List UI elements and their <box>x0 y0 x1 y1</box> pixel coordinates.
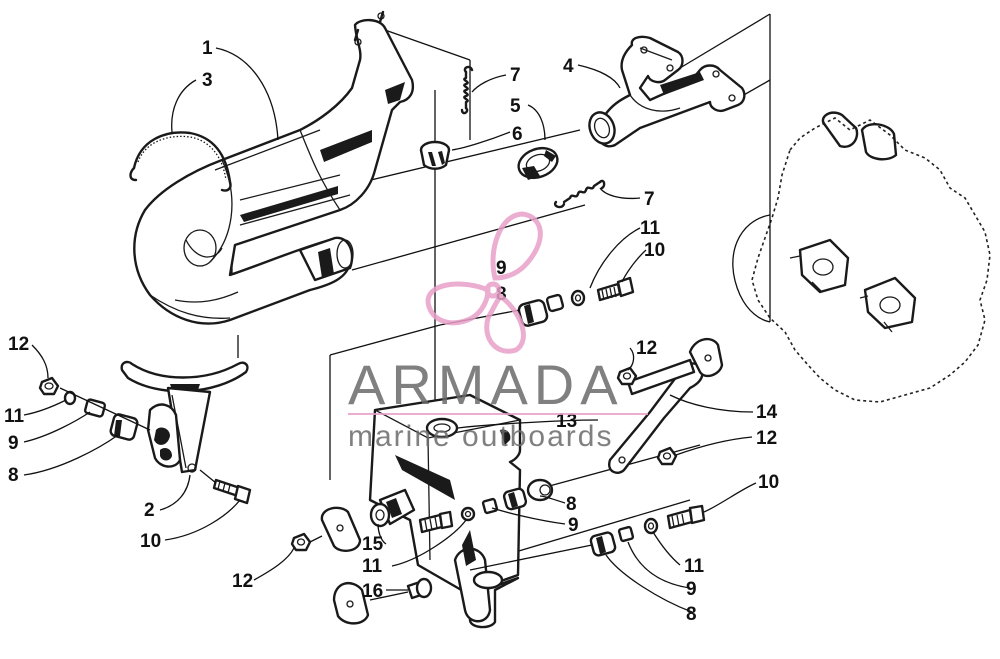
lower-right-hardware-stack <box>469 504 706 571</box>
muffler-strap <box>608 337 724 474</box>
callout-13: 13 <box>556 411 577 432</box>
callout-11-left: 11 <box>4 406 25 427</box>
callout-9-left: 9 <box>8 433 19 454</box>
exhaust-manifold <box>588 35 746 148</box>
callout-7-lower: 7 <box>644 189 655 210</box>
muffler-box <box>368 393 554 629</box>
callout-7-upper: 7 <box>510 65 521 86</box>
center-hardware-stack <box>418 487 528 534</box>
callout-10-upper: 10 <box>644 240 665 261</box>
callout-16: 16 <box>362 581 383 602</box>
callout-1: 1 <box>202 38 213 59</box>
callout-12-upper-right: 12 <box>636 338 657 359</box>
callout-8-center: 8 <box>566 494 577 515</box>
callout-9-upper: 9 <box>496 258 507 279</box>
left-mount-bracket <box>120 360 252 505</box>
callout-15: 15 <box>362 534 384 555</box>
engine-block-outline <box>732 111 991 403</box>
mount-bolt-16 <box>369 577 433 601</box>
callout-labels: 1 3 7 4 5 6 7 11 10 9 8 12 12 11 9 8 13 … <box>4 38 779 625</box>
callout-10-left: 10 <box>140 531 161 552</box>
callout-12-right: 12 <box>756 428 777 449</box>
nut-middle-right <box>656 446 678 466</box>
callout-9-center: 9 <box>568 515 579 536</box>
callout-10-right: 10 <box>758 472 779 493</box>
callout-11-center: 11 <box>362 556 383 577</box>
left-hardware-stack <box>38 376 151 441</box>
watermark-tagline: marine outboards <box>348 420 613 453</box>
spring-upper <box>460 65 474 115</box>
callout-14: 14 <box>756 402 778 423</box>
callout-4: 4 <box>563 56 574 77</box>
callout-8-left: 8 <box>8 465 19 486</box>
callout-11-right: 11 <box>684 556 705 577</box>
callout-11-upper: 11 <box>640 218 661 239</box>
callout-5: 5 <box>510 96 521 117</box>
heat-shield-strap <box>129 131 232 192</box>
callout-12-bottom: 12 <box>232 571 253 592</box>
propeller-logo-icon <box>425 211 543 354</box>
callout-3: 3 <box>202 70 213 91</box>
nut-lower-left <box>290 532 323 552</box>
callout-leaders <box>23 47 757 613</box>
rubber-mount-bottom <box>332 581 370 625</box>
callout-6: 6 <box>512 124 523 145</box>
armada-watermark: ARMADA marine outboards <box>348 211 648 453</box>
rubber-mount-left <box>320 506 362 552</box>
callout-12-left: 12 <box>8 334 29 355</box>
seal-ring <box>517 146 559 180</box>
callout-9-right: 9 <box>686 579 697 600</box>
callout-8-right: 8 <box>686 604 697 625</box>
callout-2: 2 <box>144 500 155 521</box>
spring-lower <box>553 179 606 209</box>
watermark-brand: ARMADA <box>348 353 624 416</box>
grommet <box>419 140 451 170</box>
expansion-chamber <box>133 10 414 325</box>
